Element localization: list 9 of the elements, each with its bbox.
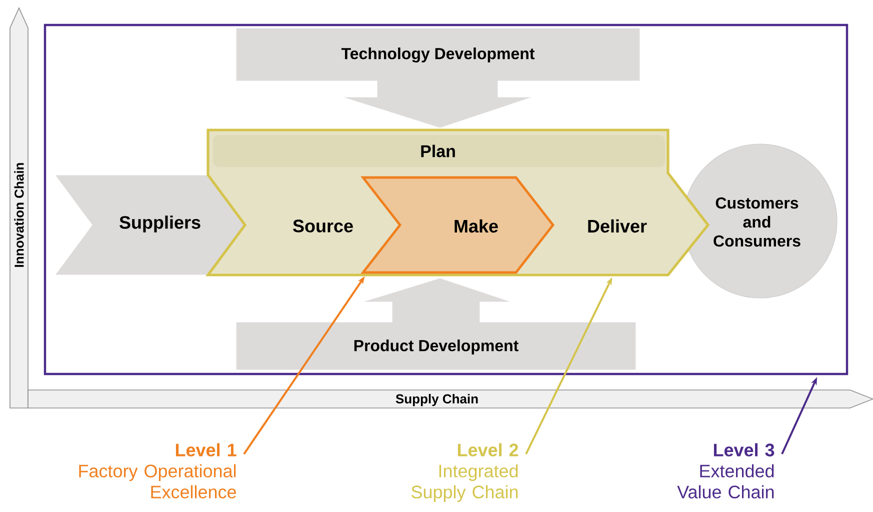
- axis-label: Supply Chain: [396, 394, 478, 406]
- level-label: Level 1 Factory Operational Excellence: [79, 443, 236, 498]
- frame-box: [44, 24, 848, 376]
- plan-bar: Plan: [213, 135, 665, 167]
- level-label: Level 2 Integrated Supply Chain: [412, 443, 518, 502]
- axis-label: Innovation Chain: [14, 163, 24, 267]
- process-label: Source: [293, 220, 353, 232]
- level-label: Level 3 Extended Value Chain: [677, 443, 774, 498]
- process-label: Deliver: [588, 219, 647, 233]
